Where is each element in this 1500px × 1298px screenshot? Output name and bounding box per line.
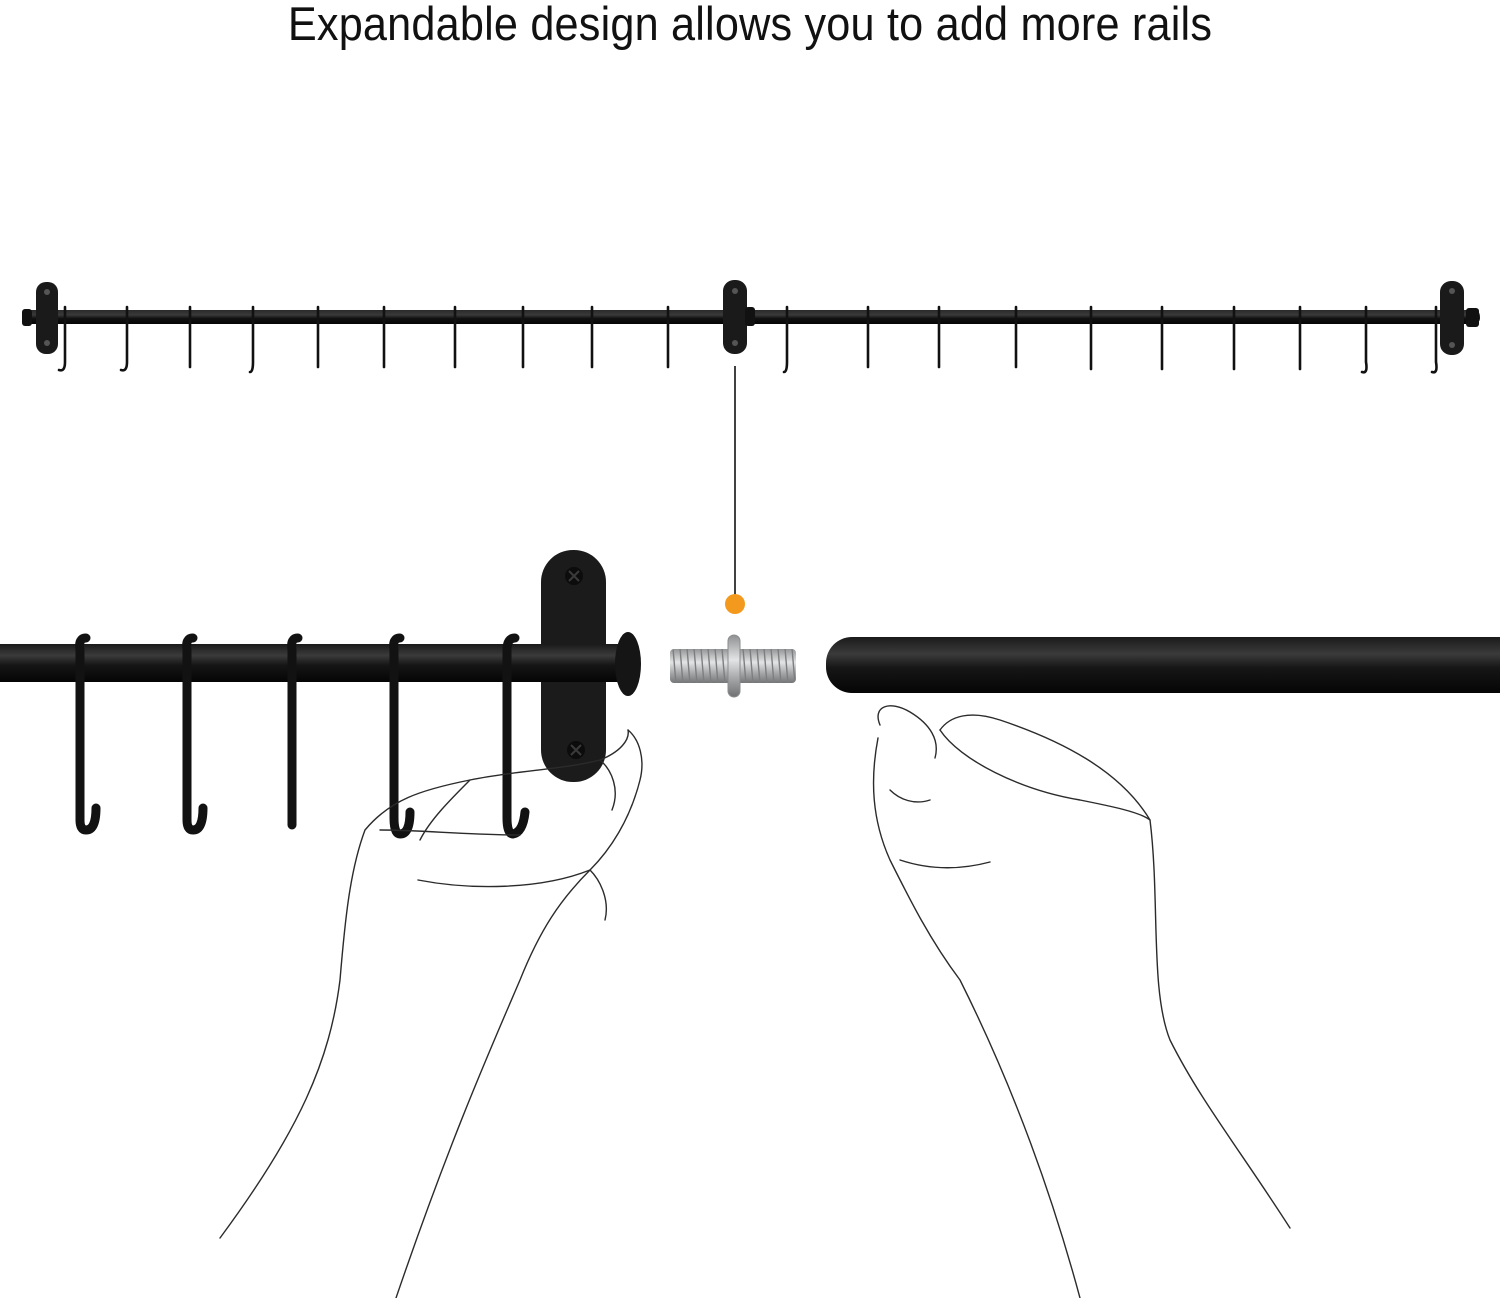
hand-left-outline xyxy=(219,729,643,1298)
caption-title: Expandable design allows you to add more… xyxy=(287,0,1213,50)
bracket-middle xyxy=(723,280,755,354)
bracket-screw-top xyxy=(565,567,583,585)
bracket-left xyxy=(22,282,58,354)
hand-right-outline xyxy=(872,705,1291,1298)
threaded-connector-screw xyxy=(670,634,796,698)
bracket-screw-bottom xyxy=(567,741,585,759)
detail-rail-left xyxy=(0,644,628,682)
bracket-right xyxy=(1440,281,1479,355)
top-rail-hooks xyxy=(57,305,1438,374)
top-rail-assembly xyxy=(22,280,1480,374)
detail-right-rail xyxy=(826,637,1500,693)
detail-left-rail xyxy=(0,550,641,839)
rail-end-cap xyxy=(615,632,641,696)
detail-hooks xyxy=(75,633,530,839)
connector-indicator-dot xyxy=(725,594,745,614)
